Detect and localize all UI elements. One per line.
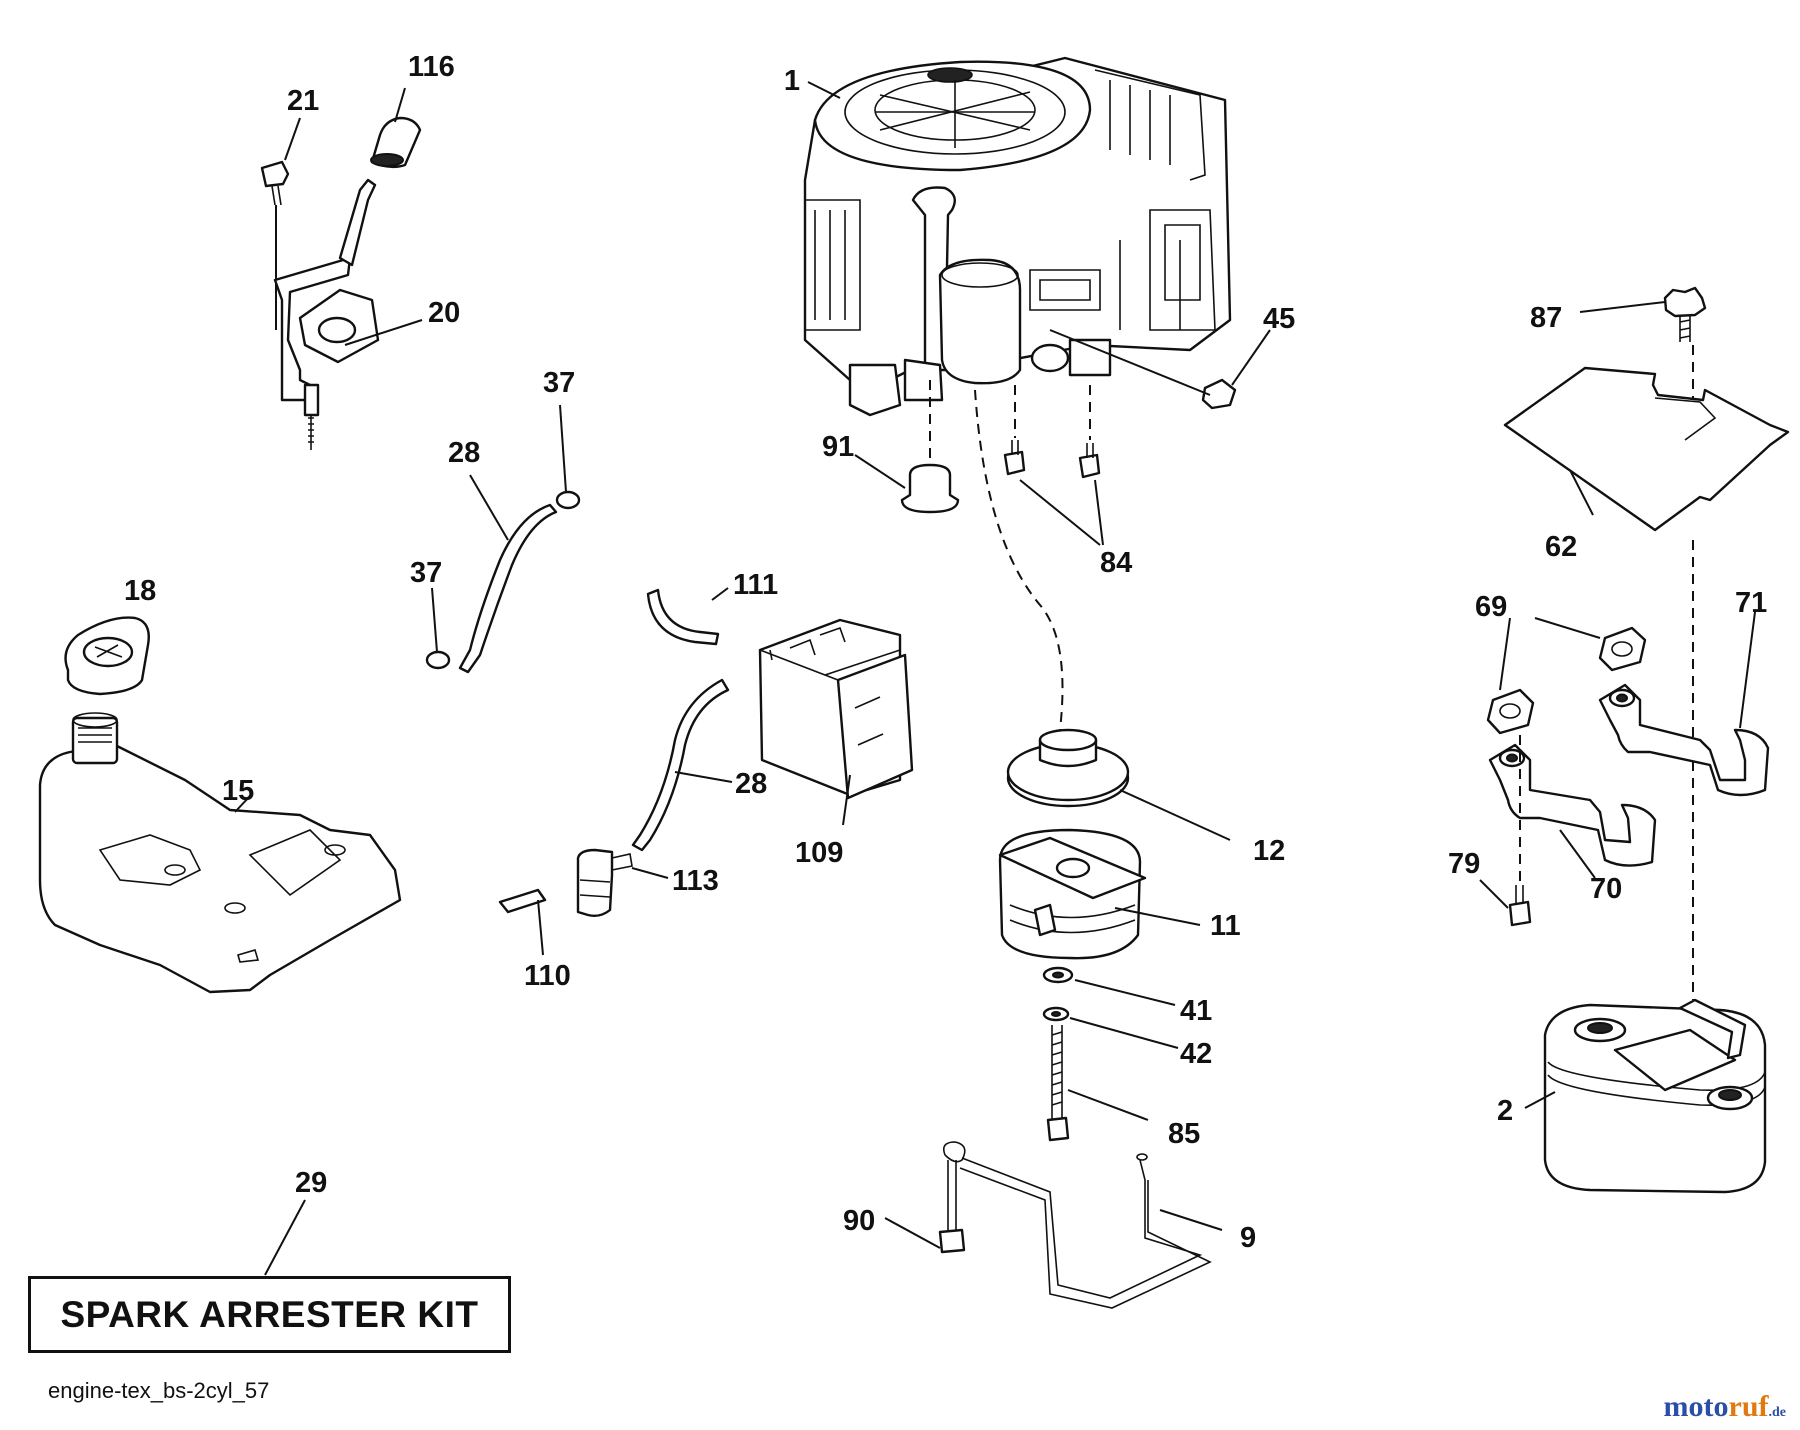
- callout-20: 20: [428, 297, 460, 329]
- leader-lines: [284, 81, 1666, 516]
- callout-71: 71: [1735, 587, 1767, 619]
- washer-42-part: [1042, 1006, 1179, 1049]
- callout-15: 15: [222, 775, 254, 807]
- callout-41: 41: [1180, 995, 1212, 1027]
- clamp-37b-part: [425, 587, 451, 670]
- callout-37b: 37: [410, 557, 442, 589]
- callout-28b: 28: [735, 768, 767, 800]
- callout-18: 18: [124, 575, 156, 607]
- callout-110: 110: [524, 960, 571, 992]
- throttle-control-part: [273, 178, 380, 450]
- callout-9: 9: [1240, 1222, 1256, 1254]
- callout-85: 85: [1168, 1118, 1200, 1150]
- nut-45-part: [1049, 329, 1237, 410]
- gasket-69-part: [1486, 617, 1647, 735]
- callout-28a: 28: [448, 437, 480, 469]
- bolt-79-part: [1479, 735, 1532, 927]
- spark-arrester-kit-box: SPARK ARRESTER KIT: [28, 1276, 511, 1353]
- callout-11: 11: [1210, 910, 1241, 942]
- watermark-accent: ruf: [1728, 1390, 1769, 1423]
- callout-2: 2: [1497, 1095, 1513, 1127]
- pulley-12-part: [974, 389, 1231, 841]
- watermark-logo: motoruf.de: [1664, 1390, 1786, 1424]
- callout-62: 62: [1545, 531, 1577, 563]
- bolt-90-part: [884, 1160, 966, 1254]
- bolts-84-part: [1003, 385, 1104, 546]
- connector-110-part: [498, 888, 547, 956]
- bolt-85-part: [1046, 1025, 1149, 1142]
- callout-42: 42: [1180, 1038, 1212, 1070]
- spark-arrester-kit-label: SPARK ARRESTER KIT: [60, 1293, 479, 1335]
- rod-9-part: [942, 1141, 1223, 1309]
- fuel-cap-part: [64, 616, 150, 696]
- callout-21: 21: [287, 85, 319, 117]
- diagram-caption: engine-tex_bs-2cyl_57: [48, 1378, 270, 1403]
- callout-29: 29: [295, 1167, 327, 1199]
- exhaust-pipe-70-part: [1488, 743, 1657, 879]
- exhaust-pipe-71-part: [1598, 611, 1770, 797]
- callout-79: 79: [1448, 848, 1480, 880]
- callout-90: 90: [843, 1205, 875, 1237]
- callout-12: 12: [1253, 835, 1285, 867]
- watermark-main: moto: [1663, 1390, 1729, 1423]
- callout-109: 109: [795, 837, 843, 869]
- muffler-part: [1524, 998, 1767, 1194]
- bolt-21-part: [260, 160, 290, 330]
- callout-69: 69: [1475, 591, 1507, 623]
- callout-84: 84: [1100, 547, 1132, 579]
- callout-87: 87: [1530, 302, 1562, 334]
- watermark-suffix: .de: [1768, 1405, 1787, 1420]
- fitting-113-part: [576, 848, 669, 918]
- callout-70: 70: [1590, 873, 1622, 905]
- fuel-tank-part: [38, 712, 402, 994]
- callout-45: 45: [1263, 303, 1295, 335]
- fuel-hose-lower-part: [631, 678, 730, 852]
- callout-1: 1: [784, 65, 800, 97]
- callout-91: 91: [822, 431, 854, 463]
- callout-111: 111: [733, 569, 778, 601]
- callout-37a: 37: [543, 367, 575, 399]
- callout-116: 116: [408, 51, 455, 83]
- washer-41-part: [1042, 966, 1176, 1006]
- clamp-37a-part: [555, 404, 581, 510]
- clutch-11-part: [998, 828, 1201, 960]
- grommet-91-part: [854, 380, 960, 514]
- canister-109-part: [758, 618, 914, 826]
- kit-leader-line: [264, 1199, 306, 1276]
- engine-part: [803, 56, 1232, 417]
- fuel-hose-upper-part: [458, 503, 558, 674]
- hose-111-part: [646, 588, 720, 646]
- callout-113: 113: [672, 865, 719, 897]
- heat-shield-part: [1503, 366, 1790, 532]
